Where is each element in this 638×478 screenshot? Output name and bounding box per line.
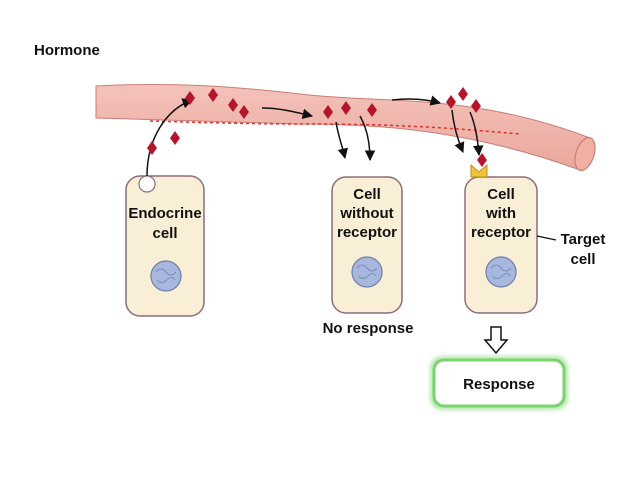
cell-with-receptor: Cell with receptor (464, 163, 538, 314)
hormone-molecule-icon (323, 105, 333, 119)
endocrine-cell-label-1: Endocrine (128, 205, 201, 222)
receptor-icon (470, 163, 488, 178)
target-cell-leader-line (536, 235, 557, 241)
vessel-opening (574, 136, 596, 172)
nucleus-icon (351, 256, 383, 288)
response-box: Response (430, 356, 568, 410)
arrow-exit-no-receptor-1 (335, 121, 348, 160)
hormone-molecule-icon (446, 95, 456, 109)
hormone-molecule-icon (208, 88, 218, 102)
no-receptor-label-2: without (339, 205, 393, 222)
no-receptor-label-3: receptor (337, 224, 397, 241)
hormone-molecule-icon (147, 141, 157, 155)
title-hormone: Hormone (34, 42, 100, 59)
hollow-down-arrow-icon (483, 326, 509, 355)
hormone-molecule-icon (341, 101, 351, 115)
response-label: Response (463, 376, 535, 393)
secretory-vesicle-icon (138, 175, 156, 193)
hormone-molecule-icon (471, 99, 481, 113)
arrow-exit-no-receptor-2 (359, 115, 376, 162)
hormone-molecule-icon (239, 105, 249, 119)
target-cell-label-2: cell (570, 251, 595, 268)
arrow-flow-1 (261, 107, 314, 119)
with-receptor-label-2: with (485, 205, 516, 222)
blood-vessel (95, 83, 596, 172)
endocrine-cell-label-2: cell (152, 225, 177, 242)
hormone-molecule-icon (228, 98, 238, 112)
nucleus-icon (485, 256, 517, 288)
hormone-molecule-icon (458, 87, 468, 101)
with-receptor-label-1: Cell (487, 186, 515, 203)
hormone-molecule-icon (367, 103, 377, 117)
arrow-exit-target-2 (469, 111, 484, 157)
no-receptor-label-1: Cell (353, 186, 381, 203)
arrow-flow-2 (391, 95, 442, 106)
cell-without-receptor: Cell without receptor No response (323, 176, 414, 337)
vessel-wall-dashed (149, 120, 301, 125)
with-receptor-label-3: receptor (471, 224, 531, 241)
target-cell-label-1: Target (561, 231, 606, 248)
hormone-molecule-icon (185, 91, 195, 105)
endocrine-cell: Endocrine cell (125, 175, 205, 317)
no-response-label: No response (323, 320, 414, 337)
nucleus-icon (150, 260, 182, 292)
flow-arrows (146, 95, 484, 177)
arrow-secretion (146, 98, 193, 177)
hormone-molecule-icon (477, 153, 487, 167)
hormone-molecules (147, 87, 487, 167)
hormone-molecule-icon (170, 131, 180, 145)
arrow-exit-target-1 (451, 109, 465, 153)
